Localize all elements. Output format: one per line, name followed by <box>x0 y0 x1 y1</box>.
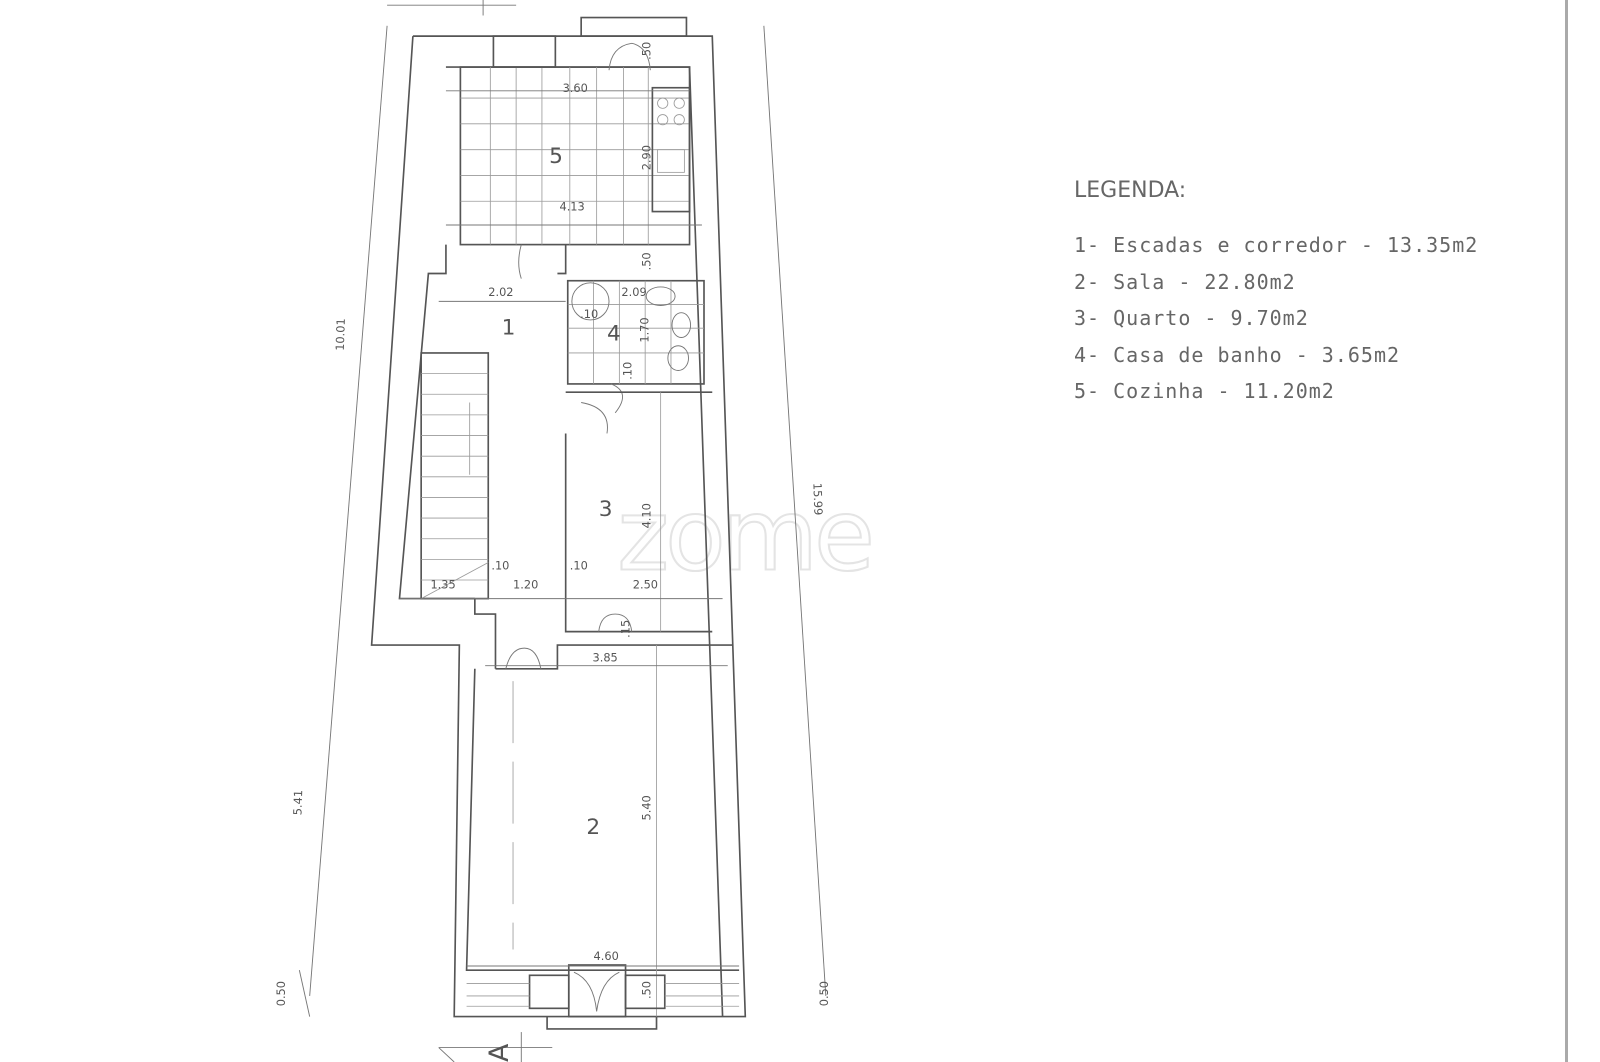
room-bedroom <box>564 391 713 633</box>
section-marker-bottom: A <box>438 1032 553 1062</box>
legend-num: 1- <box>1074 233 1101 257</box>
legend-num: 5- <box>1074 379 1101 403</box>
dim-label: 5.40 <box>639 795 653 820</box>
dim-label: 1.70 <box>637 317 651 342</box>
legend-num: 3- <box>1074 306 1101 330</box>
dim-label: .10 <box>491 559 509 573</box>
legend-text: Cozinha - 11.20m2 <box>1113 379 1335 403</box>
room-bathroom <box>566 279 705 414</box>
dimension-lines <box>298 25 827 1017</box>
dim-label: .10 <box>570 559 588 573</box>
dim-label: 2.90 <box>639 145 653 170</box>
section-label: A <box>484 1043 515 1062</box>
dim-label: 15.99 <box>810 483 825 516</box>
section-marker-top <box>387 0 517 16</box>
dim-label: .50 <box>639 42 653 60</box>
legend-num: 4- <box>1074 342 1101 367</box>
dim-label: .15 <box>619 620 633 638</box>
room-number-3: 3 <box>599 497 613 522</box>
dim-label: .10 <box>580 307 598 321</box>
dim-label: 0.50 <box>817 981 831 1006</box>
legend-item: 1- Escadas e corredor - 13.35m2 <box>1074 233 1478 270</box>
dim-label: .50 <box>639 252 653 270</box>
dim-label: 4.10 <box>639 503 653 528</box>
legend-text: Quarto - 9.70m2 <box>1113 306 1309 330</box>
dim-label: 10.01 <box>333 318 348 351</box>
dim-label: 1.35 <box>430 577 455 591</box>
legend-text: Escadas e corredor - 13.35m2 <box>1113 233 1479 257</box>
legend: LEGENDA: 1- Escadas e corredor - 13.35m2… <box>1074 178 1478 416</box>
dim-label: 4.60 <box>594 949 619 963</box>
dim-label: 2.09 <box>621 285 646 299</box>
frame-border <box>1565 0 1568 1062</box>
room-living <box>465 644 740 1030</box>
legend-text: Casa de banho - 3.65m2 <box>1113 342 1401 367</box>
legend-item: 2- Sala - 22.80m2 <box>1074 270 1478 307</box>
dim-label: 3.85 <box>593 651 618 665</box>
dim-label: .50 <box>639 981 653 999</box>
dim-label: 2.50 <box>633 577 658 591</box>
dim-label: 1.20 <box>513 577 538 591</box>
dim-label: 2.02 <box>488 285 513 299</box>
legend-num: 2- <box>1074 269 1101 294</box>
room-number-4: 4 <box>607 322 621 347</box>
dim-label: 0.50 <box>274 981 288 1006</box>
room-corridor <box>398 244 567 669</box>
legend-item: 3- Quarto - 9.70m2 <box>1074 306 1478 343</box>
legend-item: 5- Cozinha - 11.20m2 <box>1074 379 1478 416</box>
dim-label: .10 <box>621 362 635 380</box>
room-number-1: 1 <box>502 315 516 340</box>
dim-label: 4.13 <box>559 200 584 214</box>
watermark-logo: zome <box>617 479 871 594</box>
dim-label: 3.60 <box>563 81 588 95</box>
room-number-5: 5 <box>549 144 563 169</box>
legend-title: LEGENDA: <box>1074 178 1187 203</box>
legend-item: 4- Casa de banho - 3.65m2 <box>1074 343 1478 380</box>
dim-label: 5.41 <box>290 790 305 816</box>
room-number-2: 2 <box>586 815 600 840</box>
legend-text: Sala - 22.80m2 <box>1113 269 1296 294</box>
